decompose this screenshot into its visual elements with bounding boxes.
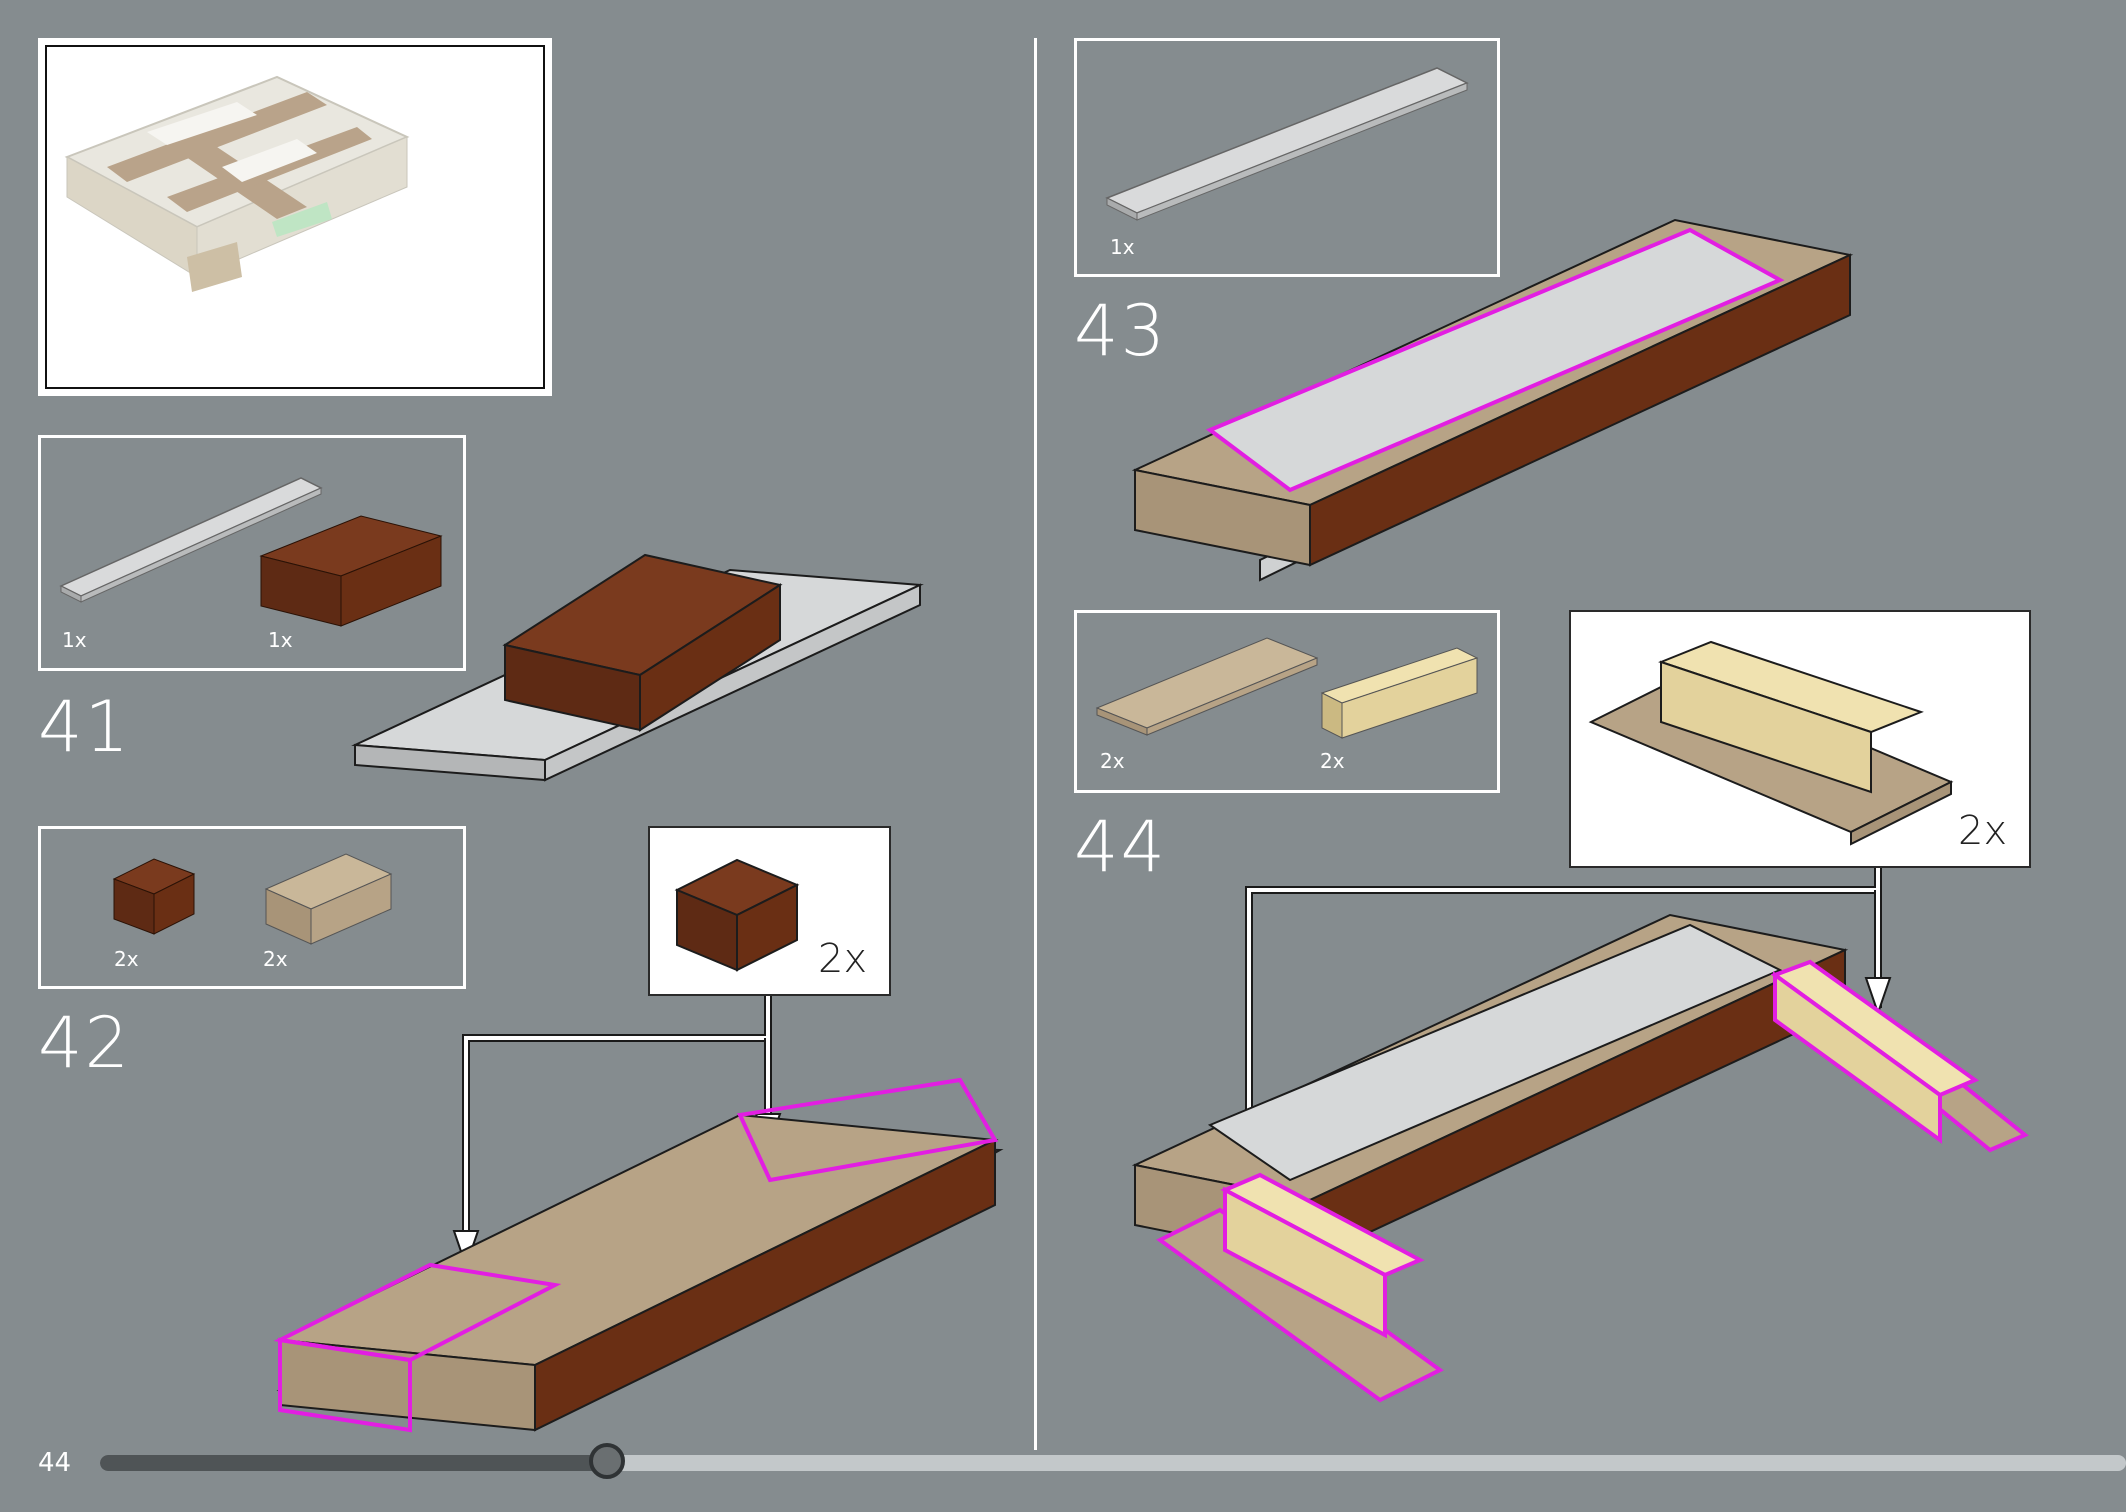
light-gray-plate-icon	[59, 477, 323, 603]
reddish-brown-2x2-icon	[112, 858, 196, 935]
step-44-callout-qty: 2x	[1958, 808, 2008, 854]
step-42-part-2-qty: 2x	[263, 947, 288, 971]
step-43-assembly-image	[1131, 218, 1854, 582]
step-44-callout: 2x	[1569, 610, 2031, 868]
page-number: 44	[38, 1448, 72, 1478]
tan-brick-icon	[1320, 647, 1479, 739]
progress-bar-fill	[100, 1455, 607, 1471]
step-41-parts-box: 1x 1x	[38, 435, 466, 671]
step-44-parts-box: 2x 2x	[1074, 610, 1500, 793]
step-43-parts-box: 1x	[1074, 38, 1500, 277]
step-42-callout-qty: 2x	[818, 936, 868, 982]
step-41-assembly-image	[351, 553, 924, 782]
step-42-part-1-qty: 2x	[114, 947, 139, 971]
step-41-number: 41	[38, 686, 132, 768]
step-42-assembly-image	[273, 1077, 1004, 1433]
step-42-number: 42	[38, 1002, 132, 1084]
progress-bar[interactable]	[100, 1455, 2126, 1471]
tan-on-dark-tan-callout-image	[1588, 640, 1954, 846]
progress-slider-handle[interactable]	[588, 1443, 625, 1479]
step-42-parts-box: 2x 2x	[38, 826, 466, 989]
step-41-part-2-qty: 1x	[268, 628, 293, 652]
overview-thumbnail-frame	[38, 38, 552, 396]
overview-model-image	[64, 75, 410, 292]
dark-tan-plate-icon	[1095, 637, 1319, 736]
step-44-part-2-qty: 2x	[1320, 749, 1345, 773]
step-44-number: 44	[1074, 806, 1168, 888]
step-43-part-1-qty: 1x	[1110, 235, 1135, 259]
step-42-callout: 2x	[648, 826, 891, 996]
step-41-part-1-qty: 1x	[62, 628, 87, 652]
light-gray-plate-icon	[1105, 67, 1469, 221]
step-43-number: 43	[1074, 290, 1168, 372]
step-44-assembly-image	[1131, 913, 2029, 1403]
page-divider	[1034, 38, 1037, 1450]
step-44-part-1-qty: 2x	[1100, 749, 1125, 773]
reddish-brown-2x2-callout-image	[674, 858, 800, 972]
reddish-brown-brick-icon	[259, 515, 443, 627]
dark-tan-2x4-icon	[264, 853, 393, 945]
